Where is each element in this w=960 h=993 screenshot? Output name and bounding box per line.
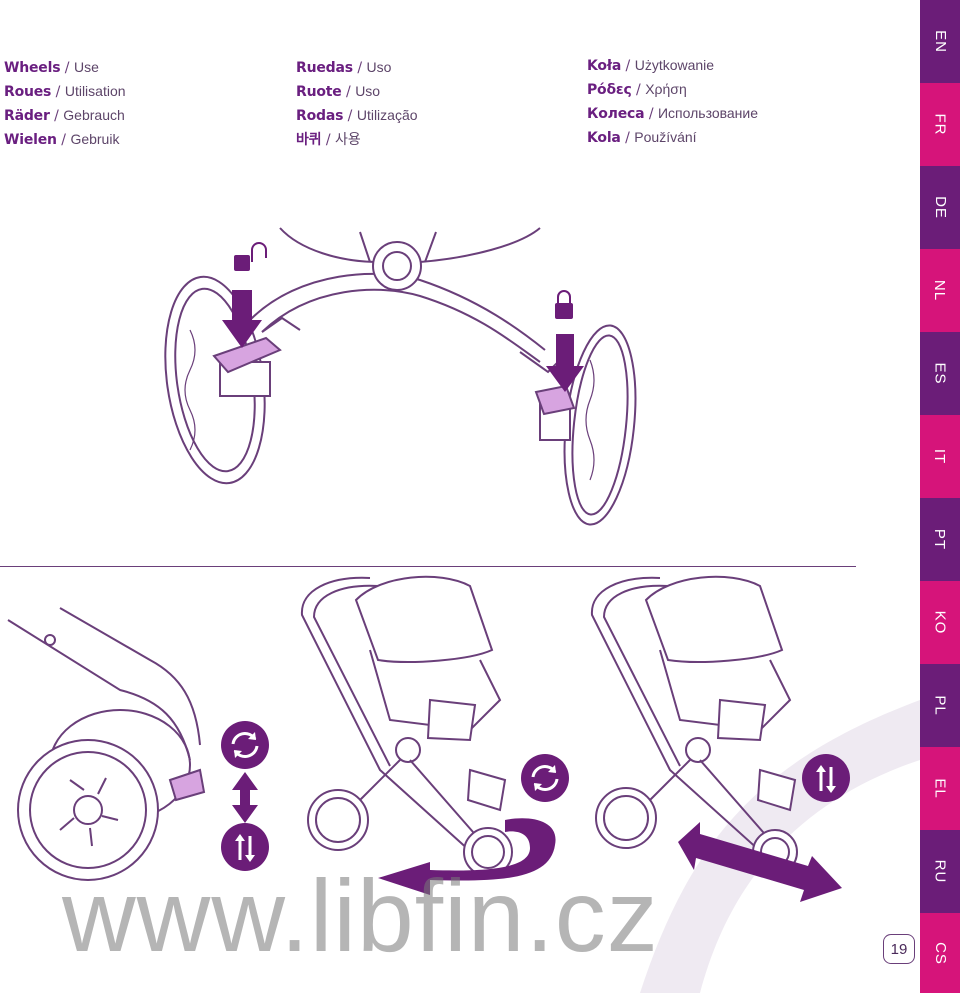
tab-it[interactable]: IT: [920, 415, 960, 498]
section-divider: [0, 566, 856, 567]
left-brake-pedal: [212, 336, 282, 374]
watermark: www.libfin.cz: [62, 859, 659, 973]
tab-ru[interactable]: RU: [920, 830, 960, 913]
tab-pt[interactable]: PT: [920, 498, 960, 581]
tab-nl[interactable]: NL: [920, 249, 960, 332]
tab-pl[interactable]: PL: [920, 664, 960, 747]
page-number: 19: [883, 934, 915, 964]
front-wheels-brake-illustration: [164, 227, 637, 526]
heading-line: Räder / Gebrauch: [4, 107, 125, 124]
heading-line: Roues / Utilisation: [4, 83, 126, 100]
heading-line: 바퀴 / 사용: [296, 131, 361, 148]
tab-cs[interactable]: CS: [920, 913, 960, 993]
right-brake-pedal: [534, 384, 576, 416]
heading-line: Ρόδες / Χρήση: [587, 81, 687, 98]
heading-line: Wielen / Gebruik: [4, 131, 120, 148]
heading-line: Wheels / Use: [4, 59, 99, 76]
heading-line: Kola / Používání: [587, 129, 697, 146]
left-press-arrow-icon: [222, 290, 262, 348]
locked-padlock-icon: [555, 290, 573, 319]
straight-travel-arrow-icon: [678, 822, 842, 902]
heading-line: Колеса / Использование: [587, 105, 759, 122]
wheel-closeup-illustration: [7, 607, 201, 881]
tab-de[interactable]: DE: [920, 166, 960, 249]
heading-line: Ruote / Uso: [296, 83, 381, 100]
toggle-double-arrow-icon: [232, 772, 258, 823]
tab-fr[interactable]: FR: [920, 83, 960, 166]
tab-el[interactable]: EL: [920, 747, 960, 830]
heading-column-1: Wheels / Use Roues / Utilisation Räder /…: [4, 56, 126, 152]
tab-ko[interactable]: KO: [920, 581, 960, 664]
swivel-mode-icon: [521, 754, 569, 802]
swivel-turn-arrow-icon: [378, 818, 556, 895]
fixed-mode-icon: [802, 754, 850, 802]
heading-line: Koła / Użytkowanie: [587, 57, 715, 74]
tab-es[interactable]: ES: [920, 332, 960, 415]
wheel-lock-lever: [168, 768, 206, 802]
fixed-mode-icon: [221, 823, 269, 871]
heading-column-2: Ruedas / Uso Ruote / Uso Rodas / Utiliza…: [296, 56, 418, 152]
language-tabs: EN FR DE NL ES IT PT KO PL EL RU CS: [920, 0, 960, 993]
heading-line: Rodas / Utilização: [296, 107, 418, 124]
right-press-arrow-icon: [546, 334, 584, 392]
background-swoosh: [640, 700, 920, 993]
tab-en[interactable]: EN: [920, 0, 960, 83]
stroller-swivel-illustration: [300, 575, 513, 877]
heading-line: Ruedas / Uso: [296, 59, 392, 76]
unlocked-padlock-icon: [234, 242, 267, 271]
swivel-mode-icon: [221, 721, 269, 769]
heading-column-3: Koła / Użytkowanie Ρόδες / Χρήση Колеса …: [587, 54, 758, 150]
